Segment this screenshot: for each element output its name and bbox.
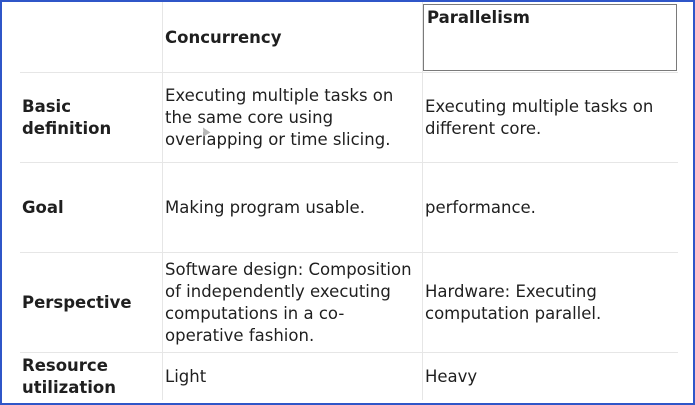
cell-text: performance.: [425, 197, 536, 217]
cell-text: Heavy: [425, 366, 478, 386]
cell-text: Making program usable.: [165, 197, 365, 217]
cell-parallelism-resource-utilization: Heavy: [421, 353, 677, 400]
cell-concurrency-resource-utilization: Light: [161, 353, 422, 400]
cell-text: Light: [165, 366, 207, 386]
header-concurrency-label: Concurrency: [165, 28, 282, 47]
cell-parallelism-perspective: Hardware: Executing computation parallel…: [421, 253, 677, 352]
row-label-basic-definition: Basic definition: [18, 73, 162, 162]
row-label-perspective: Perspective: [18, 253, 162, 352]
row-label-text: Perspective: [22, 292, 132, 312]
cell-concurrency-perspective: Software design: Composition of independ…: [161, 253, 422, 352]
row-divider: [20, 252, 678, 253]
cell-concurrency-goal: Making program usable.: [161, 163, 422, 252]
row-divider: [20, 162, 678, 163]
cell-text: Software design: Composition of independ…: [165, 259, 412, 345]
row-label-text: Goal: [22, 197, 64, 217]
header-concurrency: Concurrency: [161, 2, 421, 72]
row-label-text: Basic definition: [22, 96, 112, 138]
header-parallelism-label: Parallelism: [427, 8, 530, 27]
row-label-goal: Goal: [18, 163, 162, 252]
cell-concurrency-basic-definition: Executing multiple tasks on the same cor…: [161, 73, 422, 162]
cell-parallelism-basic-definition: Executing multiple tasks on different co…: [421, 73, 677, 162]
column-divider: [162, 2, 163, 400]
row-divider: [20, 352, 678, 353]
row-label-resource-utilization: Resource utilization: [18, 353, 162, 400]
row-label-text: Resource utilization: [22, 355, 116, 397]
cell-text: Hardware: Executing computation parallel…: [425, 281, 602, 323]
header-parallelism: Parallelism: [423, 4, 677, 71]
cell-text: Executing multiple tasks on different co…: [425, 96, 654, 138]
cell-text: Executing multiple tasks on the same cor…: [165, 85, 394, 149]
cell-parallelism-goal: performance.: [421, 163, 677, 252]
row-divider: [20, 72, 678, 73]
column-divider: [422, 2, 423, 400]
